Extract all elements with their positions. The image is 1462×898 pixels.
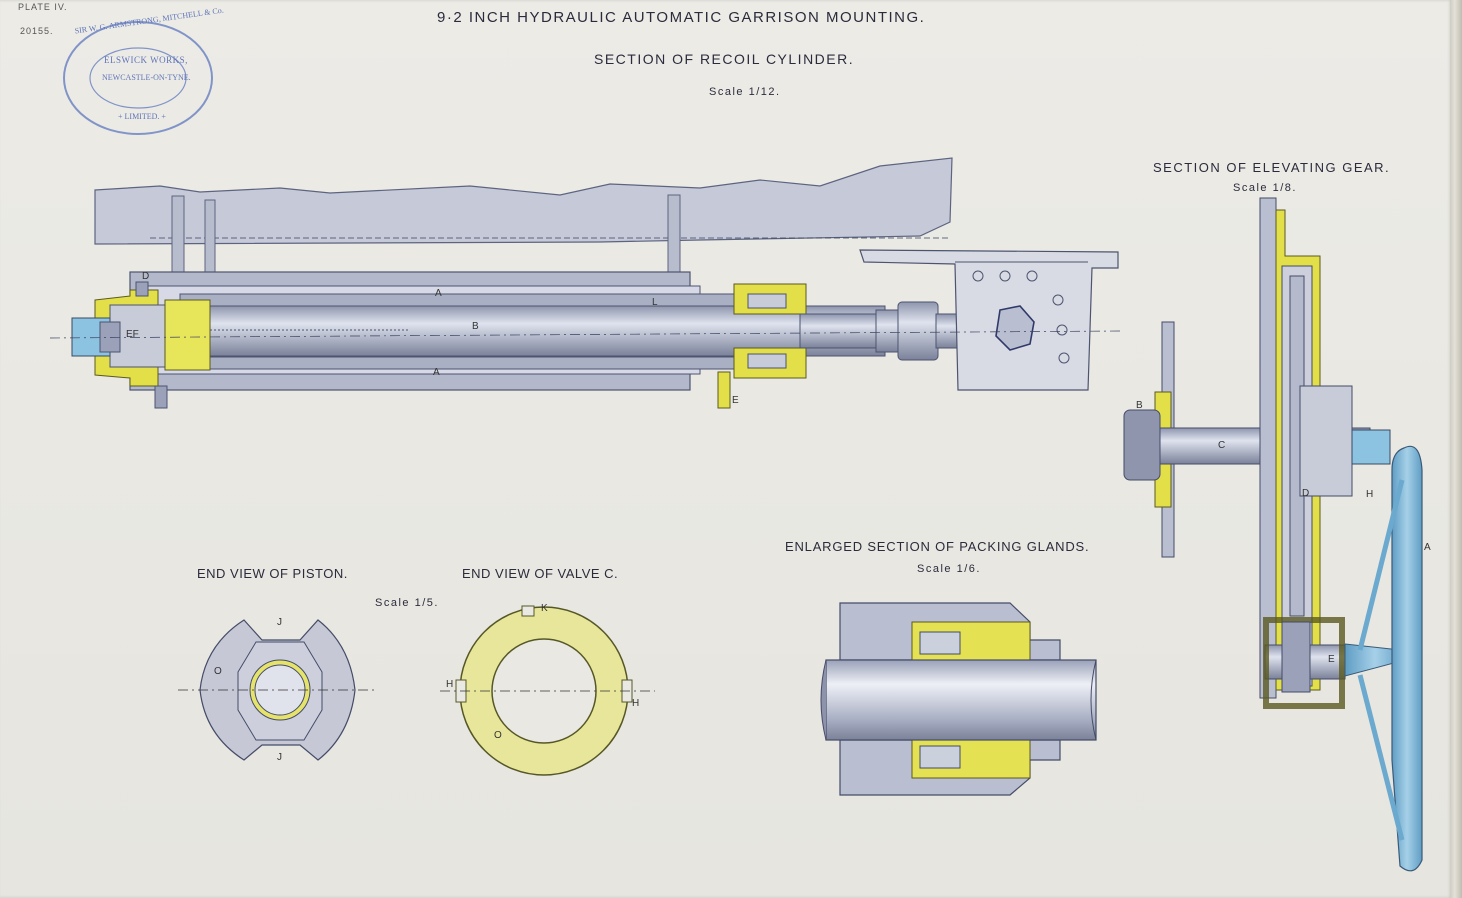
ends-scale: Scale 1/5. bbox=[375, 597, 439, 609]
piston-end-view bbox=[178, 619, 378, 761]
main-title: 9·2 INCH HYDRAULIC AUTOMATIC GARRISON MO… bbox=[437, 9, 926, 26]
valve-label-h-right: H bbox=[632, 698, 640, 709]
glands-title: ENLARGED SECTION OF PACKING GLANDS. bbox=[785, 539, 1090, 554]
elevating-label-a: A bbox=[1424, 542, 1431, 553]
valve-end-view bbox=[440, 605, 655, 776]
packing-glands-view bbox=[820, 602, 1097, 796]
valve-label-o: O bbox=[494, 730, 502, 741]
elevating-title: SECTION OF ELEVATING GEAR. bbox=[1153, 160, 1391, 175]
plate-ref: 20155. bbox=[20, 26, 54, 36]
piston-label-j-top: J bbox=[277, 617, 282, 628]
valve-label-k: K bbox=[541, 603, 548, 614]
maker-stamp bbox=[63, 21, 213, 135]
elevating-label-d: D bbox=[1302, 488, 1310, 499]
elevating-label-c: C bbox=[1218, 440, 1226, 451]
valve-title: END VIEW OF VALVE C. bbox=[462, 566, 619, 581]
recoil-label-a-bottom: A bbox=[433, 367, 440, 378]
valve-label-h-left: H bbox=[446, 679, 454, 690]
glands-scale: Scale 1/6. bbox=[917, 563, 981, 575]
recoil-label-b: B bbox=[472, 321, 479, 332]
stamp-line2: NEWCASTLE-ON-TYNE. bbox=[102, 73, 191, 82]
page-edge bbox=[1450, 0, 1462, 898]
recoil-scale: Scale 1/12. bbox=[709, 86, 781, 98]
recoil-label-e: E bbox=[732, 395, 739, 406]
recoil-label-d: D bbox=[142, 271, 150, 282]
recoil-title: SECTION OF RECOIL CYLINDER. bbox=[594, 51, 855, 67]
elevating-label-b: B bbox=[1136, 400, 1143, 411]
piston-label-o: O bbox=[214, 666, 222, 677]
recoil-label-ef: EF bbox=[126, 329, 139, 340]
stamp-bottom: + LIMITED. + bbox=[118, 112, 166, 121]
piston-title: END VIEW OF PISTON. bbox=[197, 566, 348, 581]
stamp-line1: ELSWICK WORKS, bbox=[104, 55, 188, 65]
recoil-label-l: L bbox=[652, 297, 658, 308]
elevating-gear-drawing bbox=[1123, 197, 1423, 872]
piston-label-j-bottom: J bbox=[277, 752, 282, 763]
elevating-label-e: E bbox=[1328, 654, 1335, 665]
recoil-label-a-top: A bbox=[435, 288, 442, 299]
elevating-label-h: H bbox=[1366, 489, 1374, 500]
plate-number: PLATE IV. bbox=[18, 2, 68, 12]
elevating-scale: Scale 1/8. bbox=[1233, 182, 1297, 194]
recoil-cylinder-drawing bbox=[49, 157, 1121, 409]
